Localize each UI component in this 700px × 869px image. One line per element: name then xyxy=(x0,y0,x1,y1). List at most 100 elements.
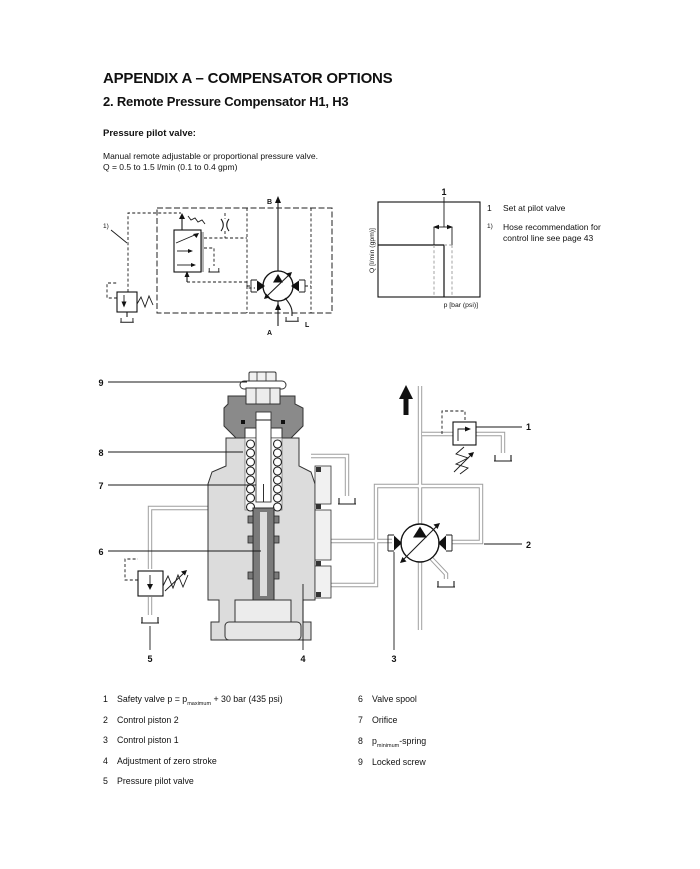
callout-ref: 1) xyxy=(103,223,128,244)
unit-boundary xyxy=(156,207,333,314)
callout-1: 1 xyxy=(526,422,531,432)
section-heading: Pressure pilot valve: xyxy=(103,128,196,139)
note-2: 1) Hose recommendation for control line … xyxy=(487,222,632,244)
x-axis-label: p [bar (psi)] xyxy=(444,302,478,309)
legend-item-2: 2 Control piston 2 xyxy=(103,715,353,736)
control-piston-left xyxy=(250,279,257,293)
setting-range-arrow xyxy=(433,224,453,245)
port-a-label: A xyxy=(267,330,272,337)
graph-callout-1: 1 xyxy=(441,187,446,197)
orifice-icon xyxy=(220,218,230,232)
port-b: B xyxy=(267,196,281,271)
lock-nut xyxy=(245,387,281,405)
compensator-cutaway-figure: 9 8 7 6 5 4 3 2 1 xyxy=(98,371,531,664)
variable-pump-symbol xyxy=(387,523,453,563)
legend-item-7: 7 Orifice xyxy=(358,715,558,736)
legend-item-1: 1 Safety valve p = pmaximum + 30 bar (43… xyxy=(103,694,353,715)
legend-right-column: 6 Valve spool 7 Orifice 8 pminimum-sprin… xyxy=(358,694,558,778)
note-2-text: Hose recommendation for control line see… xyxy=(503,222,601,244)
port-block xyxy=(314,465,332,599)
tank-icon xyxy=(208,268,220,273)
callout-9: 9 xyxy=(98,378,103,388)
seal xyxy=(316,592,321,597)
legend-text: Control piston 2 xyxy=(117,714,179,725)
legend-text: Orifice xyxy=(372,715,398,725)
control-piston-2 xyxy=(446,534,453,552)
spring-icon xyxy=(454,446,470,475)
tank-icon xyxy=(120,318,134,323)
legend-item-5: 5 Pressure pilot valve xyxy=(103,776,353,797)
spool-ribs xyxy=(247,515,280,580)
port-a: A xyxy=(267,301,281,337)
legend-item-8: 8 pminimum-spring xyxy=(358,736,558,757)
legend-text: p xyxy=(372,736,377,746)
legend-num: 9 xyxy=(358,757,363,767)
tank-icon xyxy=(437,581,455,588)
legend-num: 5 xyxy=(103,776,108,787)
note-2-marker: 1) xyxy=(487,223,493,230)
legend-text: Locked screw xyxy=(372,757,426,767)
legend-item-6: 6 Valve spool xyxy=(358,694,558,715)
description-line1: Manual remote adjustable or proportional… xyxy=(103,151,318,161)
tank-icon xyxy=(141,617,159,624)
flow-arrow-icon xyxy=(399,385,413,415)
legend-sub: maximum xyxy=(187,700,212,707)
pilot-relief-valve-symbol xyxy=(106,282,154,323)
control-piston-right xyxy=(299,279,306,293)
description-line2: Q = 0.5 to 1.5 l/min (0.1 to 0.4 gpm) xyxy=(103,162,238,172)
callout-5: 5 xyxy=(147,654,152,664)
pressure-pilot-valve-symbol xyxy=(124,558,189,597)
legend-num: 2 xyxy=(103,714,108,725)
page-title: APPENDIX A – COMPENSATOR OPTIONS xyxy=(103,70,393,87)
legend-num: 7 xyxy=(358,715,363,725)
legend-sub: minimum xyxy=(376,742,400,749)
proportional-valve-symbol xyxy=(173,213,220,282)
note-1-text: Set at pilot valve xyxy=(503,203,566,213)
spring-icon xyxy=(187,215,206,225)
note-1-marker: 1 xyxy=(487,203,492,213)
tank-icon xyxy=(285,317,299,322)
legend-text: Valve spool xyxy=(372,694,417,704)
legend-item-9: 9 Locked screw xyxy=(358,757,558,778)
legend-text: Safety valve p = p xyxy=(117,694,188,704)
pq-characteristic-graph: Q [l/min (gpm)] p [bar (psi)] 1 xyxy=(369,187,481,309)
tank-icon xyxy=(494,455,512,462)
legend-text: Pressure pilot valve xyxy=(117,776,194,787)
page-subtitle: 2. Remote Pressure Compensator H1, H3 xyxy=(103,94,349,109)
legend-left-column: 1 Safety valve p = pmaximum + 30 bar (43… xyxy=(103,694,353,797)
note-2-line2: control line see page 43 xyxy=(503,233,594,243)
y-axis-label: Q [l/min (gpm)] xyxy=(369,228,376,273)
legend-num: 6 xyxy=(358,694,363,704)
graph-notes: 1 Set at pilot valve 1) Hose recommendat… xyxy=(487,203,632,252)
control-piston-1 xyxy=(387,534,394,552)
callout-4: 4 xyxy=(300,654,305,664)
variable-pump-symbol xyxy=(250,270,306,302)
legend-item-3: 3 Control piston 1 xyxy=(103,735,353,756)
seal xyxy=(316,504,321,509)
port-l: L xyxy=(284,297,310,329)
note-1: 1 Set at pilot valve xyxy=(487,203,632,214)
legend-num: 1 xyxy=(103,694,108,704)
characteristic-curve xyxy=(378,244,453,297)
hydraulic-pipes xyxy=(147,386,506,630)
legend-num: 8 xyxy=(358,736,363,746)
legend-num: 3 xyxy=(103,735,108,746)
seal xyxy=(316,467,321,472)
callout-2: 2 xyxy=(526,540,531,550)
legend-text: Adjustment of zero stroke xyxy=(117,755,217,766)
ref-label: 1) xyxy=(103,223,109,230)
note-2-line1: Hose recommendation for xyxy=(503,222,601,232)
valve-cutaway xyxy=(207,371,332,641)
legend-text-post: + 30 bar (435 psi) xyxy=(211,694,283,704)
legend-item-4: 4 Adjustment of zero stroke xyxy=(103,756,353,777)
legend-num: 4 xyxy=(103,755,108,766)
zero-stroke-plug xyxy=(234,599,292,623)
plot-frame xyxy=(377,201,481,298)
callout-3: 3 xyxy=(391,654,396,664)
callout-6: 6 xyxy=(98,547,103,557)
spring-icon xyxy=(136,294,154,309)
bottom-flange xyxy=(224,621,302,641)
figure-callouts: 9 8 7 6 5 4 3 2 1 xyxy=(98,378,531,664)
legend-text: Control piston 1 xyxy=(117,735,179,746)
